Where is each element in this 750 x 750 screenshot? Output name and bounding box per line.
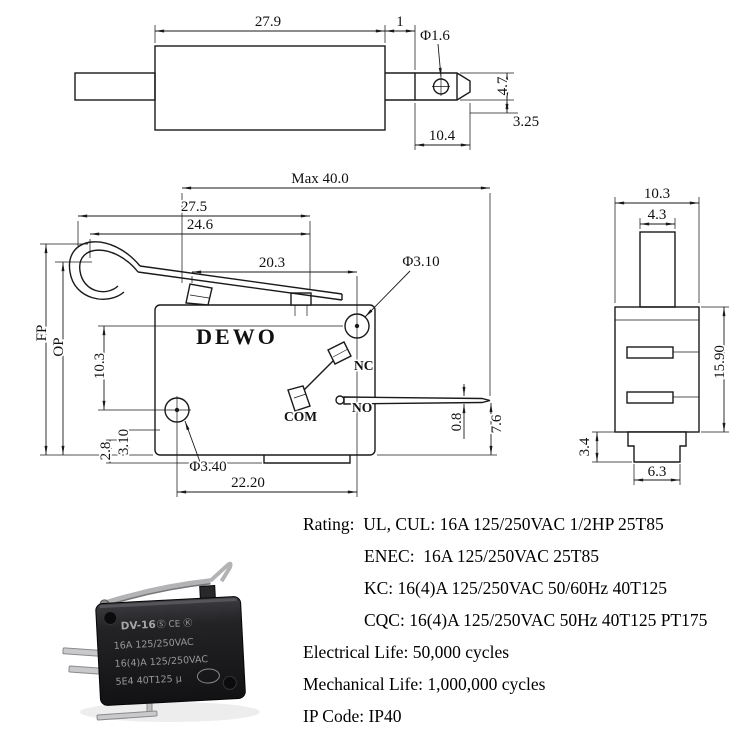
terminal-slot-2 bbox=[626, 391, 674, 404]
dim-side-plunger-width: 4.3 bbox=[639, 205, 676, 229]
photo-rating-text: 16A 125/250VAC bbox=[113, 637, 194, 652]
lever-strip-left bbox=[74, 72, 156, 101]
dim-lever-24-6: 24.6 bbox=[89, 215, 310, 258]
brand-label: DEWO bbox=[196, 324, 278, 349]
switch-body-outline bbox=[154, 304, 376, 456]
spec-mechanical-life: Mechanical Life: 1,000,000 cycles bbox=[303, 674, 546, 694]
top-view: 27.9 1 Φ1.6 4.7 3.25 10.4 bbox=[74, 12, 541, 150]
dim-side-body-height: 15.90 bbox=[701, 306, 730, 433]
photo-mounting-hole bbox=[222, 675, 237, 690]
lever-wide-section bbox=[154, 45, 386, 131]
svg-text:Max 40.0: Max 40.0 bbox=[291, 171, 349, 187]
com-terminal bbox=[287, 385, 311, 412]
dim-hole-spacing-h: 22.20 bbox=[176, 340, 358, 497]
no-label: NO bbox=[352, 400, 372, 415]
side-foot bbox=[627, 431, 687, 463]
svg-text:10.3: 10.3 bbox=[644, 186, 670, 202]
svg-text:FP: FP bbox=[34, 325, 50, 342]
lever-hook-inner bbox=[79, 249, 139, 293]
svg-text:10.4: 10.4 bbox=[429, 128, 456, 144]
photo-mounting-hole bbox=[103, 611, 118, 626]
dim-hole-spacing-v: 10.3 bbox=[90, 325, 343, 411]
photo-cqc-oval-mark bbox=[196, 668, 220, 684]
front-view: Max 40.0 27.5 24.6 20.3 Φ3.10 FP bbox=[32, 169, 507, 497]
svg-text:15.90: 15.90 bbox=[712, 345, 728, 379]
specifications: Rating: UL, CUL: 16A 125/250VAC 1/2HP 25… bbox=[303, 508, 750, 732]
dim-terminal-3-10: 3.10 bbox=[114, 427, 160, 457]
terminal-slot-1 bbox=[626, 346, 674, 359]
svg-text:4.7: 4.7 bbox=[495, 76, 511, 95]
dim-lever-27-5: 27.5 bbox=[77, 197, 311, 290]
svg-text:OP: OP bbox=[51, 337, 67, 356]
dim-side-body-width: 10.3 bbox=[614, 184, 700, 303]
bottom-pins bbox=[263, 455, 351, 464]
dim-max-length: Max 40.0 bbox=[181, 169, 491, 396]
svg-text:7.6: 7.6 bbox=[489, 414, 505, 433]
plunger bbox=[290, 292, 312, 306]
nc-terminal bbox=[327, 341, 352, 365]
terminals bbox=[263, 341, 491, 464]
photo-lever bbox=[102, 578, 211, 606]
photo-terminal-pin bbox=[62, 647, 100, 657]
dim-tip-hole-dia: Φ1.6 bbox=[418, 26, 452, 78]
svg-text:Φ1.6: Φ1.6 bbox=[420, 28, 450, 44]
photo-terminal-pin bbox=[68, 665, 100, 675]
dim-tip-width: 4.7 bbox=[460, 72, 514, 101]
spec-electrical-life: Electrical Life: 50,000 cycles bbox=[303, 642, 510, 662]
spec-kc: KC: 16(4)A 125/250VAC 50/60Hz 40T125 bbox=[364, 578, 668, 598]
dim-pin-thickness: 0.8 bbox=[447, 384, 467, 439]
spec-rating: Rating: UL, CUL: 16A 125/250VAC 1/2HP 25… bbox=[303, 514, 664, 534]
dim-chamfer: 3.25 bbox=[470, 100, 541, 132]
dim-top-hole-dia: Φ3.10 bbox=[364, 252, 441, 318]
svg-text:3.10: 3.10 bbox=[116, 429, 132, 455]
no-terminal-pin bbox=[343, 396, 491, 405]
dim-plunger-pos: 20.3 bbox=[191, 253, 358, 312]
svg-text:Φ3.10: Φ3.10 bbox=[402, 254, 439, 270]
svg-text:10.3: 10.3 bbox=[92, 353, 108, 379]
photo-rating-text: 5E4 40T125 µ bbox=[115, 673, 182, 687]
photo-cert-marks: Ⓢ CE Ⓚ bbox=[156, 618, 192, 631]
hinge-lever bbox=[68, 241, 343, 306]
lever-hook-outer bbox=[68, 241, 141, 300]
svg-text:4.3: 4.3 bbox=[648, 207, 667, 223]
spec-enec: ENEC: 16A 125/250VAC 25T85 bbox=[364, 546, 599, 566]
pin-pivot bbox=[335, 395, 345, 405]
photo-model-text: DV-16 bbox=[120, 619, 156, 633]
svg-text:0.8: 0.8 bbox=[449, 413, 465, 432]
dim-operating-position: OP bbox=[49, 261, 92, 455]
side-body bbox=[614, 306, 700, 433]
dim-side-foot-height: 3.4 bbox=[575, 431, 632, 463]
nc-label: NC bbox=[354, 358, 374, 373]
svg-text:2.8: 2.8 bbox=[98, 442, 114, 461]
photo-terminal-pin bbox=[96, 710, 158, 721]
dim-side-foot-width: 6.3 bbox=[633, 462, 681, 485]
dim-bottom-hole-dia: Φ3.40 bbox=[184, 420, 228, 477]
svg-text:24.6: 24.6 bbox=[187, 217, 214, 233]
dim-terminal-2-8: 2.8 bbox=[96, 439, 262, 464]
photo-rating-text: 16(4)A 125/250VAC bbox=[114, 654, 208, 670]
svg-text:6.3: 6.3 bbox=[648, 464, 667, 480]
svg-text:27.9: 27.9 bbox=[255, 14, 281, 30]
photo-lever-hook bbox=[209, 561, 233, 583]
spec-ip-code: IP Code: IP40 bbox=[303, 706, 402, 726]
dim-lever-length: 27.9 bbox=[154, 12, 386, 43]
side-view: 10.3 4.3 15.90 3.4 6.3 bbox=[575, 184, 730, 485]
svg-text:3.25: 3.25 bbox=[513, 114, 539, 130]
dim-pin-offset: 7.6 bbox=[377, 403, 507, 456]
svg-text:1: 1 bbox=[396, 14, 404, 30]
svg-text:22.20: 22.20 bbox=[231, 475, 265, 491]
dim-free-position: FP bbox=[32, 243, 153, 456]
side-plunger bbox=[639, 231, 676, 308]
photo-switch-body bbox=[95, 596, 246, 706]
svg-text:3.4: 3.4 bbox=[577, 437, 593, 456]
dim-tip-length: 10.4 bbox=[414, 103, 471, 150]
dim-step: 1 bbox=[385, 12, 416, 70]
product-photo: DV-16 Ⓢ CE Ⓚ 16A 125/250VAC 16(4)A 125/2… bbox=[62, 561, 260, 722]
svg-text:Φ3.40: Φ3.40 bbox=[189, 459, 226, 475]
svg-text:27.5: 27.5 bbox=[181, 199, 207, 215]
com-label: COM bbox=[284, 409, 317, 424]
spec-cqc: CQC: 16(4)A 125/250VAC 50Hz 40T125 PT175 bbox=[364, 610, 708, 630]
svg-text:20.3: 20.3 bbox=[259, 255, 285, 271]
lever-clip bbox=[185, 283, 213, 306]
